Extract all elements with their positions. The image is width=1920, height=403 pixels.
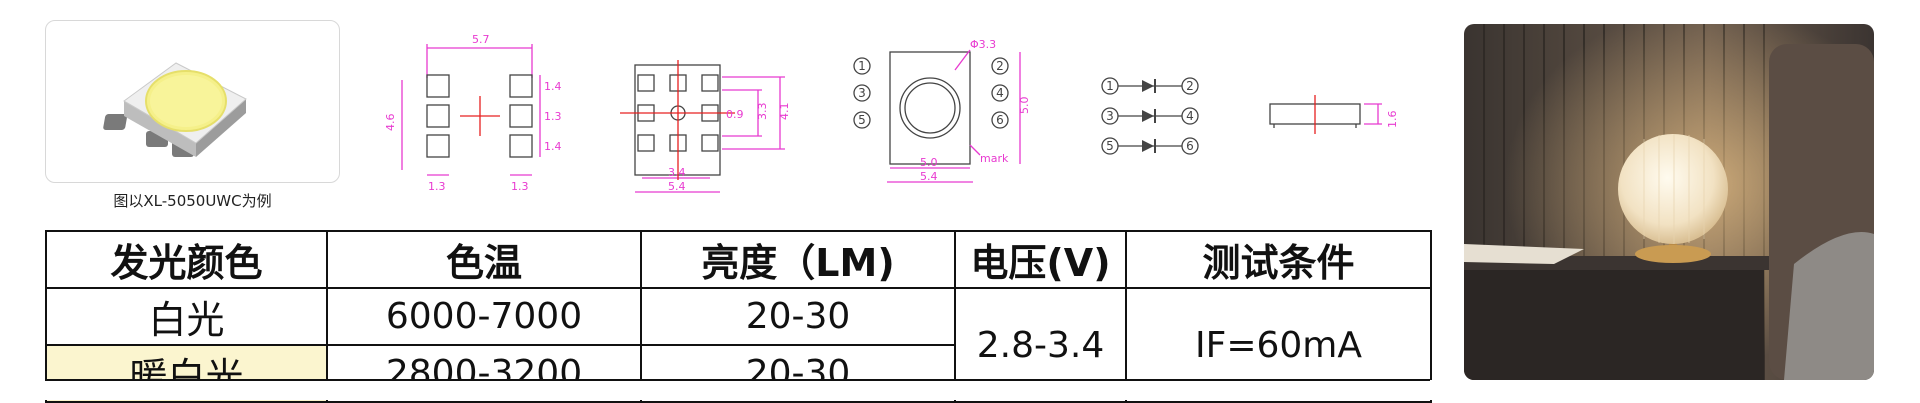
- book: [1464, 244, 1584, 264]
- header-voltage: 电压(V): [954, 230, 1127, 289]
- pin-label-3: 3: [858, 86, 866, 100]
- dim-bottom-1: 1.3: [428, 180, 446, 193]
- pin-label-5: 5: [858, 113, 866, 127]
- dim-pad-height-2: 4.1: [778, 103, 791, 121]
- bedding: [1784, 232, 1874, 380]
- spec-table: 发光颜色 色温 亮度（LM) 电压(V) 测试条件 白光 6000-7000 2…: [45, 230, 1432, 403]
- dim-body-height: 5.0: [1018, 97, 1031, 115]
- dim-pad-2: 1.3: [544, 110, 562, 123]
- header-color-temp: 色温: [326, 230, 642, 289]
- dim-body-width-2: 5.4: [920, 170, 938, 183]
- lamp-room-photo: [1464, 24, 1874, 380]
- header-test-condition: 测试条件: [1125, 230, 1432, 289]
- lamp-scene-illustration: [1464, 24, 1874, 380]
- product-image-card: [45, 20, 340, 183]
- schematic-pin-5: 5: [1106, 139, 1114, 153]
- dim-bottom-2: 1.3: [511, 180, 529, 193]
- dim-circle-diameter: Φ3.3: [970, 38, 996, 51]
- table-clip: [0, 380, 1440, 400]
- dim-top-height: 4.6: [384, 114, 397, 132]
- dim-pad-width-1: 3.4: [668, 166, 686, 179]
- header-brightness: 亮度（LM): [640, 230, 956, 289]
- footprint-drawing: [401, 44, 541, 176]
- dim-pad-3: 1.4: [544, 140, 562, 153]
- schematic-pin-4: 4: [1186, 109, 1194, 123]
- dim-body-width-1: 5.0: [920, 156, 938, 169]
- mark-label: mark: [980, 152, 1009, 165]
- product-caption: 图以XL-5050UWC为例: [113, 192, 272, 210]
- nightstand: [1464, 264, 1764, 380]
- table-row: 白光 6000-7000 20-30 2.8-3.4 IF=60mA: [45, 287, 1432, 403]
- dim-pad-height-1: 3.3: [756, 103, 769, 121]
- pin-label-6: 6: [996, 113, 1004, 127]
- led-chip-illustration: [103, 62, 247, 157]
- lamp-base: [1635, 245, 1711, 263]
- dim-pad-1: 1.4: [544, 80, 562, 93]
- pin-view-drawing: [853, 51, 1009, 165]
- dim-pad-width-2: 5.4: [668, 180, 686, 193]
- pin-label-2: 2: [996, 59, 1004, 73]
- cell-brightness: 20-30: [640, 287, 956, 346]
- pin-label-1: 1: [858, 59, 866, 73]
- technical-drawings: 5.7 4.6 1.4 1.3 1.4 1.3 1.3 0.9 3.3: [384, 33, 1399, 193]
- lamp-shade: [1618, 134, 1728, 244]
- schematic-pin-6: 6: [1186, 139, 1194, 153]
- table-header-row: 发光颜色 色温 亮度（LM) 电压(V) 测试条件: [45, 230, 1432, 289]
- dim-pad-gap: 0.9: [726, 108, 744, 121]
- pin-label-4: 4: [996, 86, 1004, 100]
- schematic-pin-1: 1: [1106, 79, 1114, 93]
- header-emission-color: 发光颜色: [45, 230, 328, 289]
- schematic-pin-3: 3: [1106, 109, 1114, 123]
- dim-top-width: 5.7: [472, 33, 490, 46]
- cell-color: 白光: [45, 287, 328, 346]
- schematic-pin-2: 2: [1186, 79, 1194, 93]
- cell-temp: 6000-7000: [326, 287, 642, 346]
- table-bottom-rule: [45, 379, 1430, 381]
- dim-side-height: 1.6: [1386, 111, 1399, 129]
